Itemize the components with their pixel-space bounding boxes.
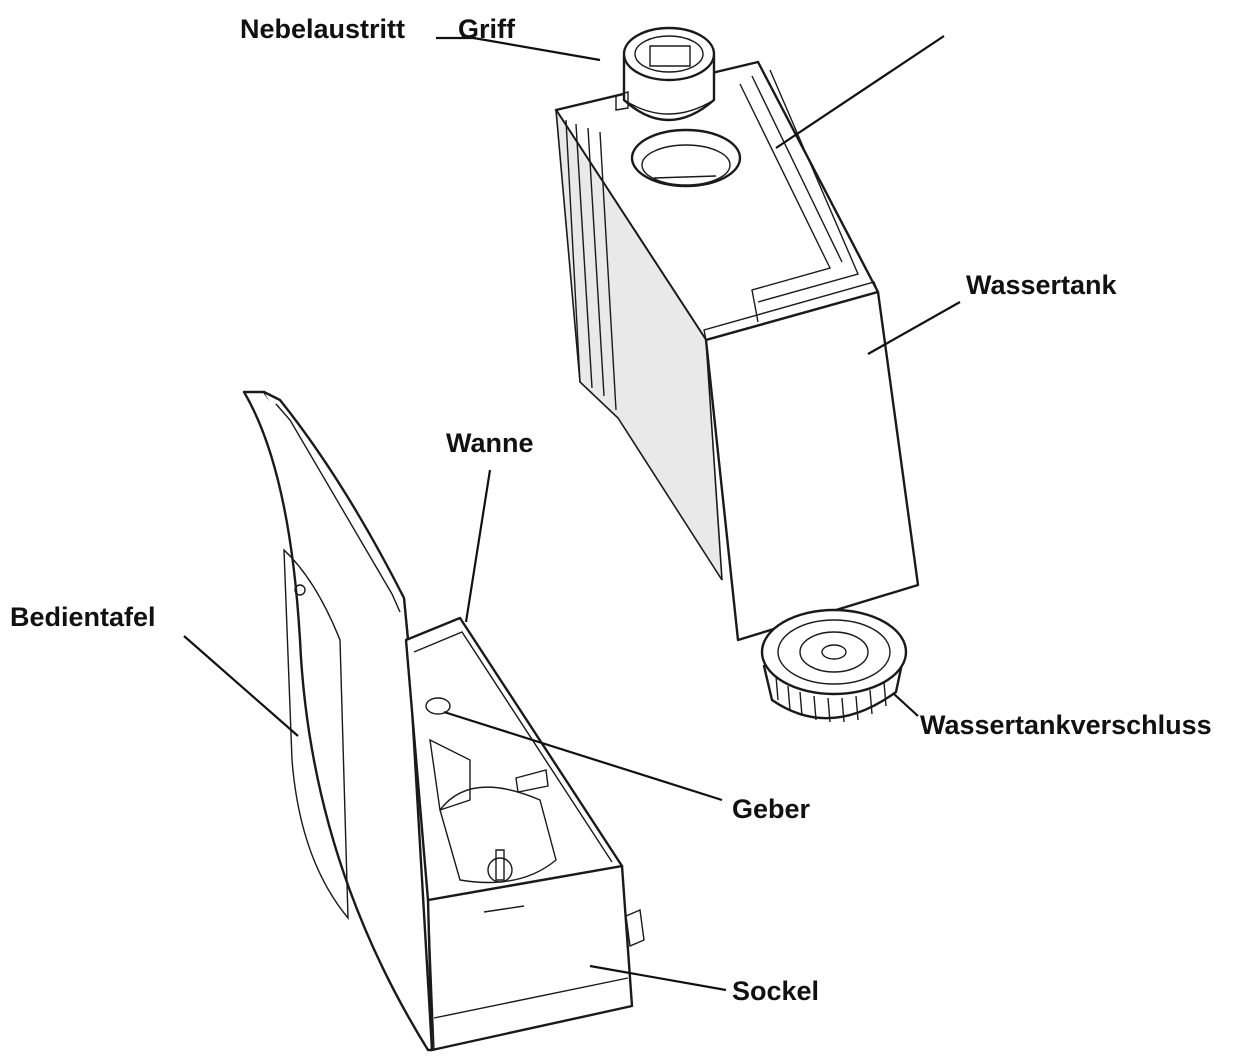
tub-side: [404, 616, 624, 902]
tank-cap: [760, 608, 908, 723]
leader-tank-rim: [775, 35, 945, 149]
leader-sockel: [589, 964, 727, 992]
water-tank: [554, 60, 920, 642]
leader-bedientafel: [183, 635, 299, 737]
label-griff: Griff: [458, 14, 515, 44]
panel-window: [283, 548, 349, 921]
label-sockel: Sockel: [732, 976, 820, 1006]
base-unit: [242, 390, 645, 1052]
leader-geber: [443, 710, 723, 802]
tank-opening: [630, 128, 742, 188]
label-wassertankverschluss: Wassertankverschluss: [920, 710, 1212, 740]
leader-wassertank: [867, 301, 961, 355]
handle-mist-outlet: [615, 26, 716, 122]
leader-wanne: [464, 469, 492, 623]
label-geber: Geber: [732, 794, 811, 824]
leader-griff: [461, 34, 601, 62]
label-wanne: Wanne: [446, 428, 534, 458]
tank-side-face: [555, 109, 723, 581]
label-nebelaustritt: Nebelaustritt: [240, 14, 406, 44]
label-wassertank: Wassertank: [966, 270, 1117, 300]
label-bedientafel: Bedientafel: [10, 602, 156, 632]
leader-wassertankverschluss: [893, 693, 919, 717]
